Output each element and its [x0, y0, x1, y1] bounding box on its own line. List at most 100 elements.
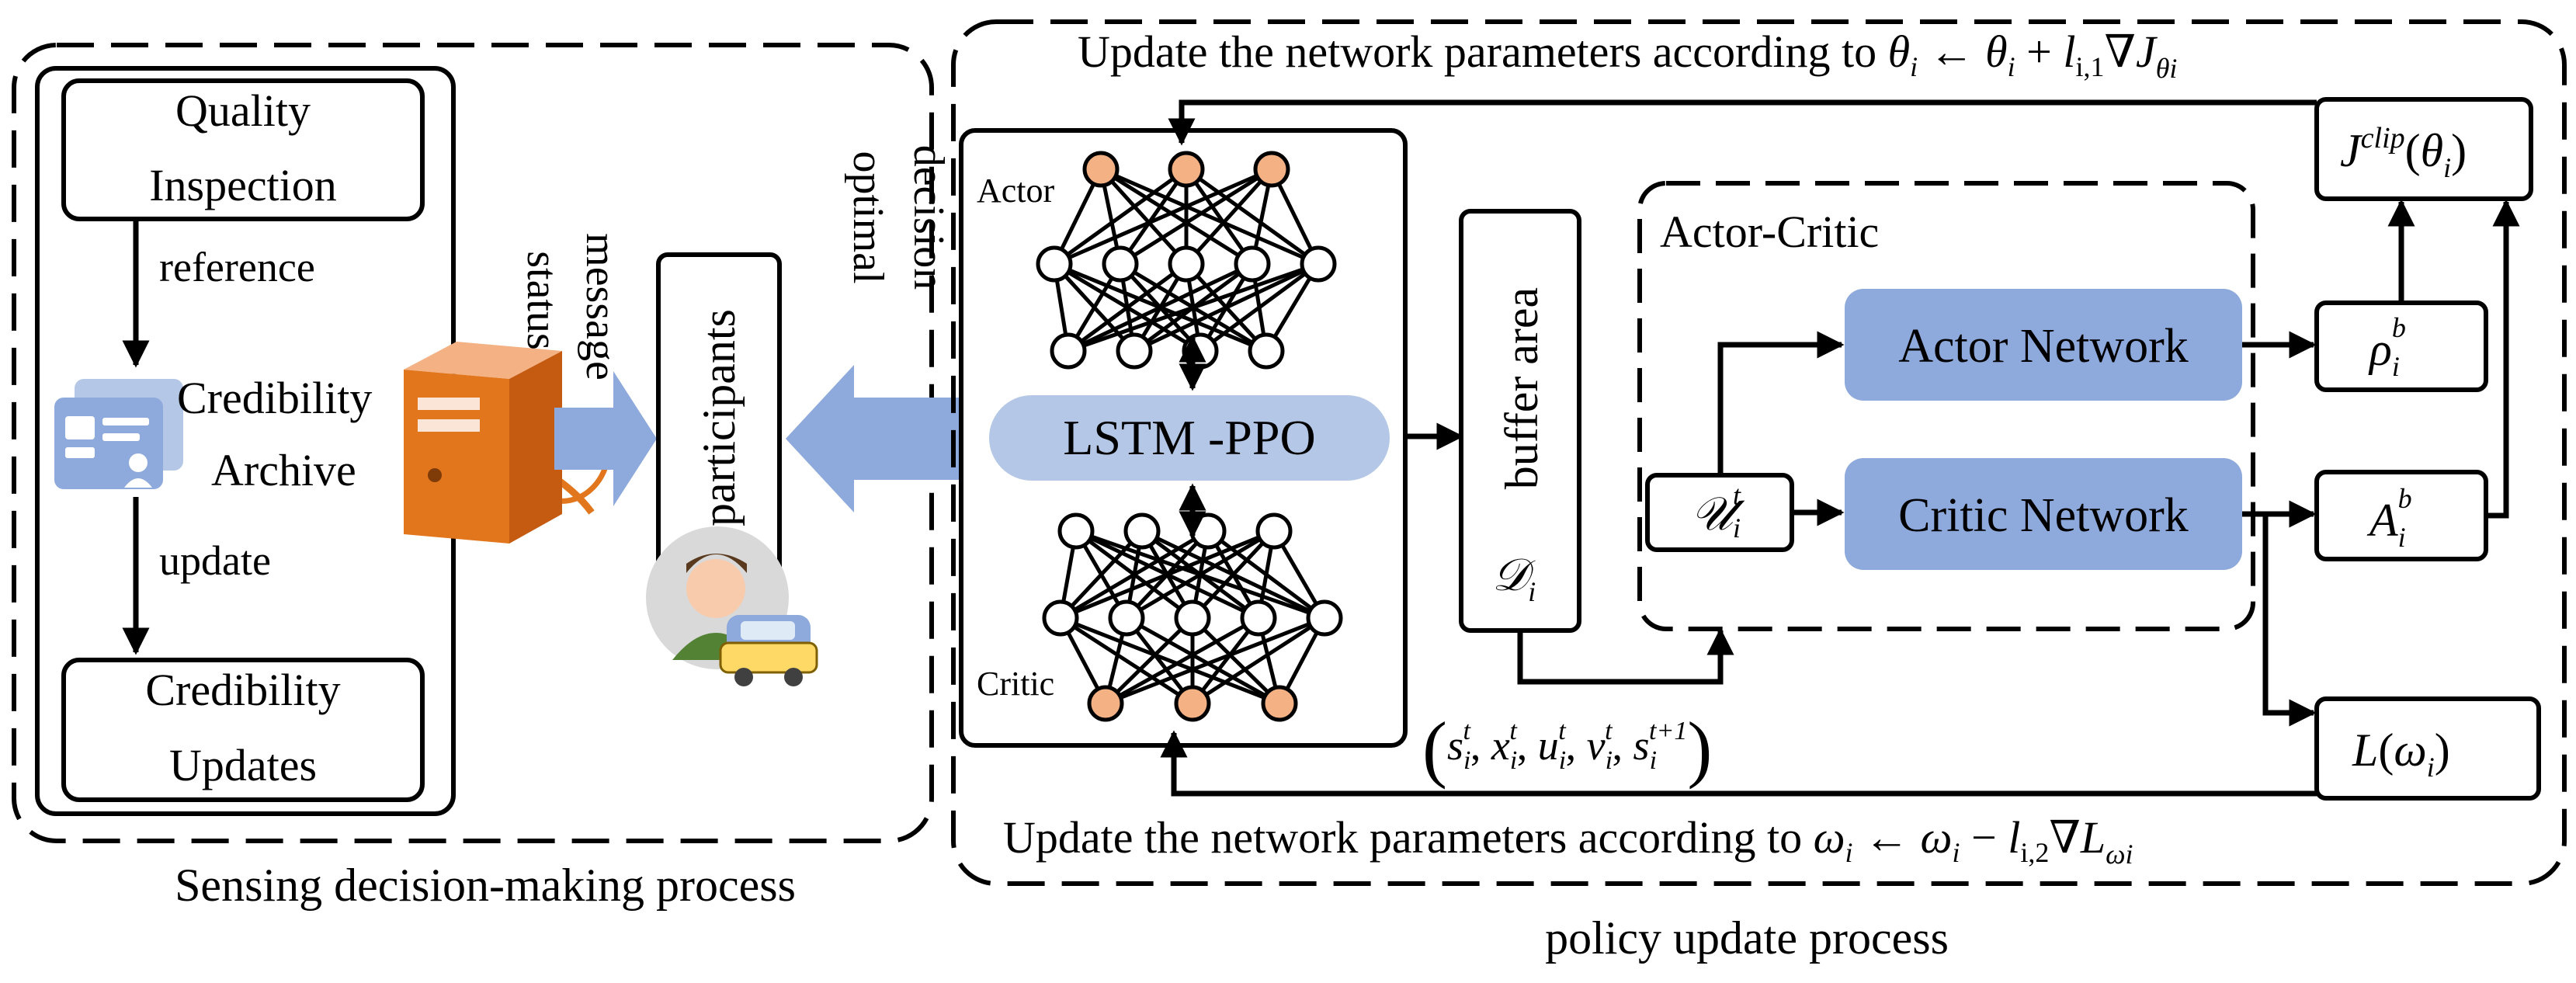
nn-edge — [1119, 167, 1273, 266]
actor-label: Actor — [977, 172, 1055, 210]
loss-to-critic-feedback — [1160, 730, 2317, 797]
nn-edge — [1100, 167, 1319, 266]
buffer-symbol: 𝒟i — [1492, 550, 1536, 607]
nn-edge — [1054, 167, 1272, 266]
nn-neuron — [1116, 332, 1153, 370]
optimal-decision-line2: decision — [904, 145, 953, 290]
nn-neuron — [1168, 151, 1205, 188]
a-to-jclip-arrow — [2486, 199, 2520, 519]
nn-neuron — [1050, 332, 1087, 370]
nn-neuron — [1174, 685, 1211, 722]
advantage-label: Aib — [2366, 483, 2412, 553]
nn-edge — [1199, 262, 1320, 353]
nn-neuron — [1255, 512, 1293, 550]
status-message-line1: status — [518, 251, 566, 350]
critic-loss-node — [2314, 696, 2541, 801]
nn-neuron — [1174, 599, 1211, 637]
nn-neuron — [1057, 512, 1095, 550]
optimal-decision-line1: optimal — [844, 151, 892, 283]
nn-edge — [1099, 168, 1188, 266]
jclip-node — [2314, 97, 2533, 201]
optimal-decision-arrow — [786, 365, 986, 512]
nn-neuron — [1248, 332, 1285, 370]
nn-neuron — [1082, 151, 1120, 188]
status-message-arrow — [554, 371, 657, 506]
nn-neuron — [1306, 599, 1343, 637]
nn-edge — [1133, 262, 1320, 353]
nn-edge — [1053, 167, 1188, 266]
critic-neural-net — [1042, 512, 1343, 722]
credibility-updates-line1: Credibility — [145, 665, 340, 715]
archive-label-line1: Credibility — [177, 373, 372, 423]
nn-edge — [1104, 616, 1260, 706]
participants-label: participants — [693, 309, 745, 526]
nn-edge — [1059, 616, 1194, 706]
policy-caption: policy update process — [1545, 912, 1949, 964]
nn-neuron — [1300, 245, 1337, 283]
nn-neuron — [1240, 599, 1277, 637]
nn-neuron — [1087, 685, 1124, 722]
driver-car-icon — [646, 526, 818, 686]
nn-edge — [1104, 617, 1194, 705]
nn-edge — [1125, 616, 1281, 706]
top-update-prefix: Update the network parameters according … — [1078, 26, 1888, 77]
nn-edge — [1105, 616, 1325, 706]
nn-edge — [1191, 616, 1326, 706]
reference-label: reference — [159, 244, 315, 290]
update-label: update — [159, 537, 271, 584]
nn-neuron — [1261, 685, 1298, 722]
bottom-update-prefix: Update the network parameters according … — [1003, 812, 1814, 863]
nn-neuron — [1042, 599, 1079, 637]
lstm-ppo-pill — [989, 395, 1390, 481]
nn-neuron — [1168, 245, 1205, 283]
policy-dashed-frame — [951, 19, 2567, 886]
nn-neuron — [1102, 245, 1139, 283]
archive-label-line2: Archive — [211, 445, 356, 495]
quality-inspection-line1: Quality — [175, 85, 311, 136]
nn-edge — [1118, 168, 1189, 266]
sensing-caption: Sensing decision-making process — [175, 860, 796, 911]
lstm-ppo-label: LSTM -PPO — [1063, 410, 1315, 465]
credibility-updates-line2: Updates — [169, 740, 317, 790]
nn-edge — [1191, 617, 1281, 705]
buffer-to-u-arrow — [1517, 627, 1734, 685]
nn-edge — [1125, 529, 1276, 620]
critic-to-loss-arrow — [2262, 514, 2317, 727]
nn-edge — [1060, 529, 1275, 620]
actor-network-label: Actor Network — [1898, 320, 2189, 373]
actor-network-box — [1845, 289, 2242, 401]
credibility-updates-box — [61, 658, 425, 802]
nn-edge — [1099, 167, 1254, 266]
nn-neuron — [1253, 151, 1290, 188]
nn-edge — [1059, 529, 1210, 620]
tuple-label: (sit, xit, uit, νit, sit+1) — [1422, 707, 1712, 790]
nn-edge — [1184, 168, 1255, 266]
quality-inspection-box — [61, 78, 425, 221]
top-update-text: Update the network parameters according … — [1078, 26, 2177, 84]
nn-neuron — [1182, 332, 1219, 370]
critic-label: Critic — [977, 665, 1054, 703]
nn-edge — [1185, 168, 1273, 266]
nn-edge — [1068, 262, 1319, 353]
nn-edge — [1067, 262, 1188, 353]
bottom-update-text: Update the network parameters according … — [1003, 812, 2133, 870]
nn-neuron — [1036, 245, 1073, 283]
buffer-area-label: buffer area — [1496, 287, 1547, 489]
credibility-archive-icon — [54, 379, 183, 489]
nn-edge — [1191, 530, 1276, 620]
critic-network-label: Critic Network — [1898, 489, 2189, 542]
status-message-line2: message — [577, 233, 625, 380]
critic-network-box — [1845, 458, 2242, 570]
nn-edge — [1067, 262, 1254, 353]
actor-critic-title: Actor-Critic — [1660, 207, 1879, 257]
critic-loss-label: L(ωi) — [2352, 724, 2450, 783]
actor-critic-dashed-frame — [1637, 181, 2255, 631]
nn-neuron — [1189, 512, 1227, 550]
nn-neuron — [1108, 599, 1145, 637]
u-to-actor-arrow — [1717, 331, 1845, 475]
jclip-to-actor-feedback — [1168, 99, 2317, 146]
quality-inspection-line2: Inspection — [149, 160, 337, 210]
nn-neuron — [1123, 512, 1161, 550]
nn-edge — [1060, 616, 1280, 706]
